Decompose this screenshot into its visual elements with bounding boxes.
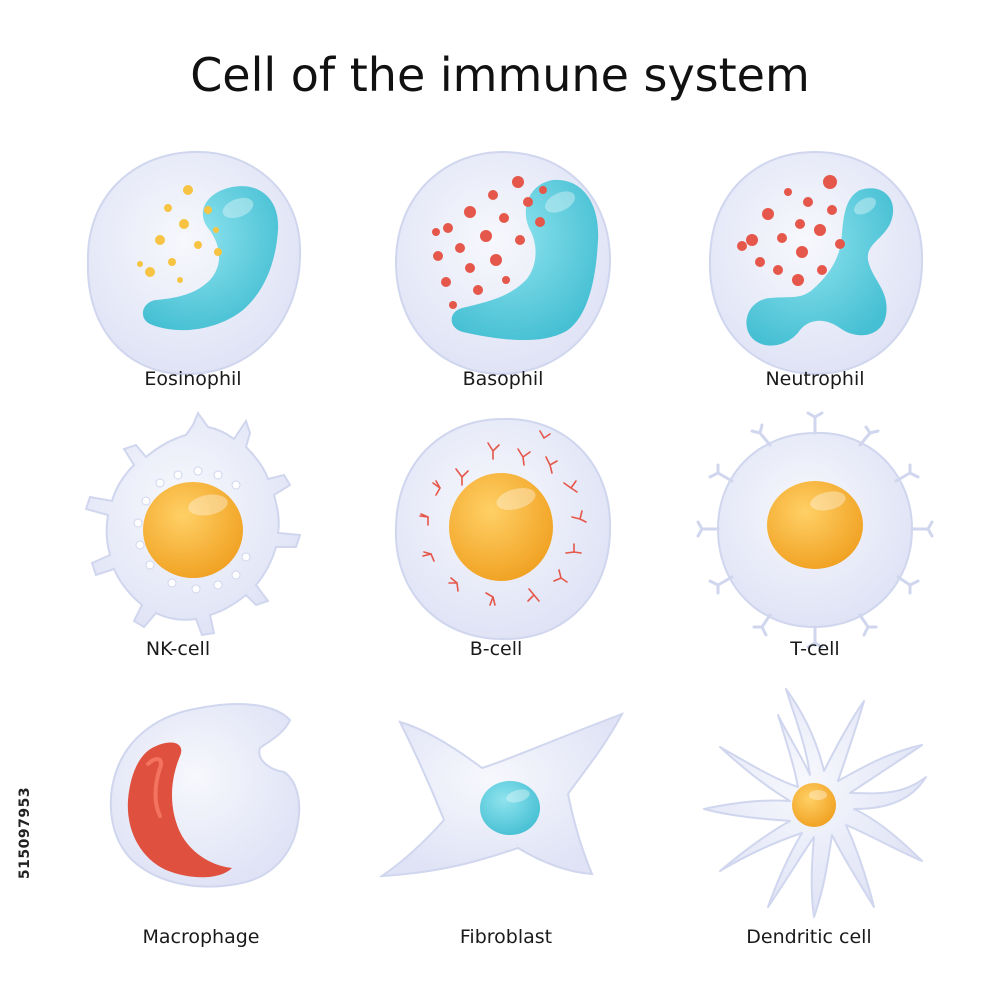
fibroblast-icon bbox=[378, 700, 628, 950]
cell-label-fibroblast: Fibroblast bbox=[459, 926, 553, 948]
cell-label-macrophage: Macrophage bbox=[142, 926, 260, 948]
t-cell-icon bbox=[690, 405, 940, 655]
cell-label-b-cell: B-cell bbox=[469, 638, 523, 660]
macrophage-icon bbox=[90, 690, 340, 940]
basophil-icon bbox=[378, 140, 628, 390]
dendritic-cell-icon bbox=[690, 685, 940, 935]
cell-label-t-cell: T-cell bbox=[790, 638, 840, 660]
b-cell-icon bbox=[378, 405, 628, 655]
eosinophil-icon bbox=[68, 140, 318, 390]
cell-label-eosinophil: Eosinophil bbox=[144, 368, 242, 390]
cell-label-neutrophil: Neutrophil bbox=[765, 368, 865, 390]
cell-label-basophil: Basophil bbox=[462, 368, 544, 390]
stock-id-text: 515097953 bbox=[17, 786, 33, 880]
cell-label-nk-cell: NK-cell bbox=[145, 638, 211, 660]
neutrophil-icon bbox=[690, 140, 940, 390]
nk-cell-icon bbox=[68, 405, 318, 655]
stock-id: 515097953 bbox=[10, 760, 33, 910]
page-title: Cell of the immune system bbox=[190, 48, 810, 102]
cell-label-dendritic-cell: Dendritic cell bbox=[746, 926, 872, 948]
